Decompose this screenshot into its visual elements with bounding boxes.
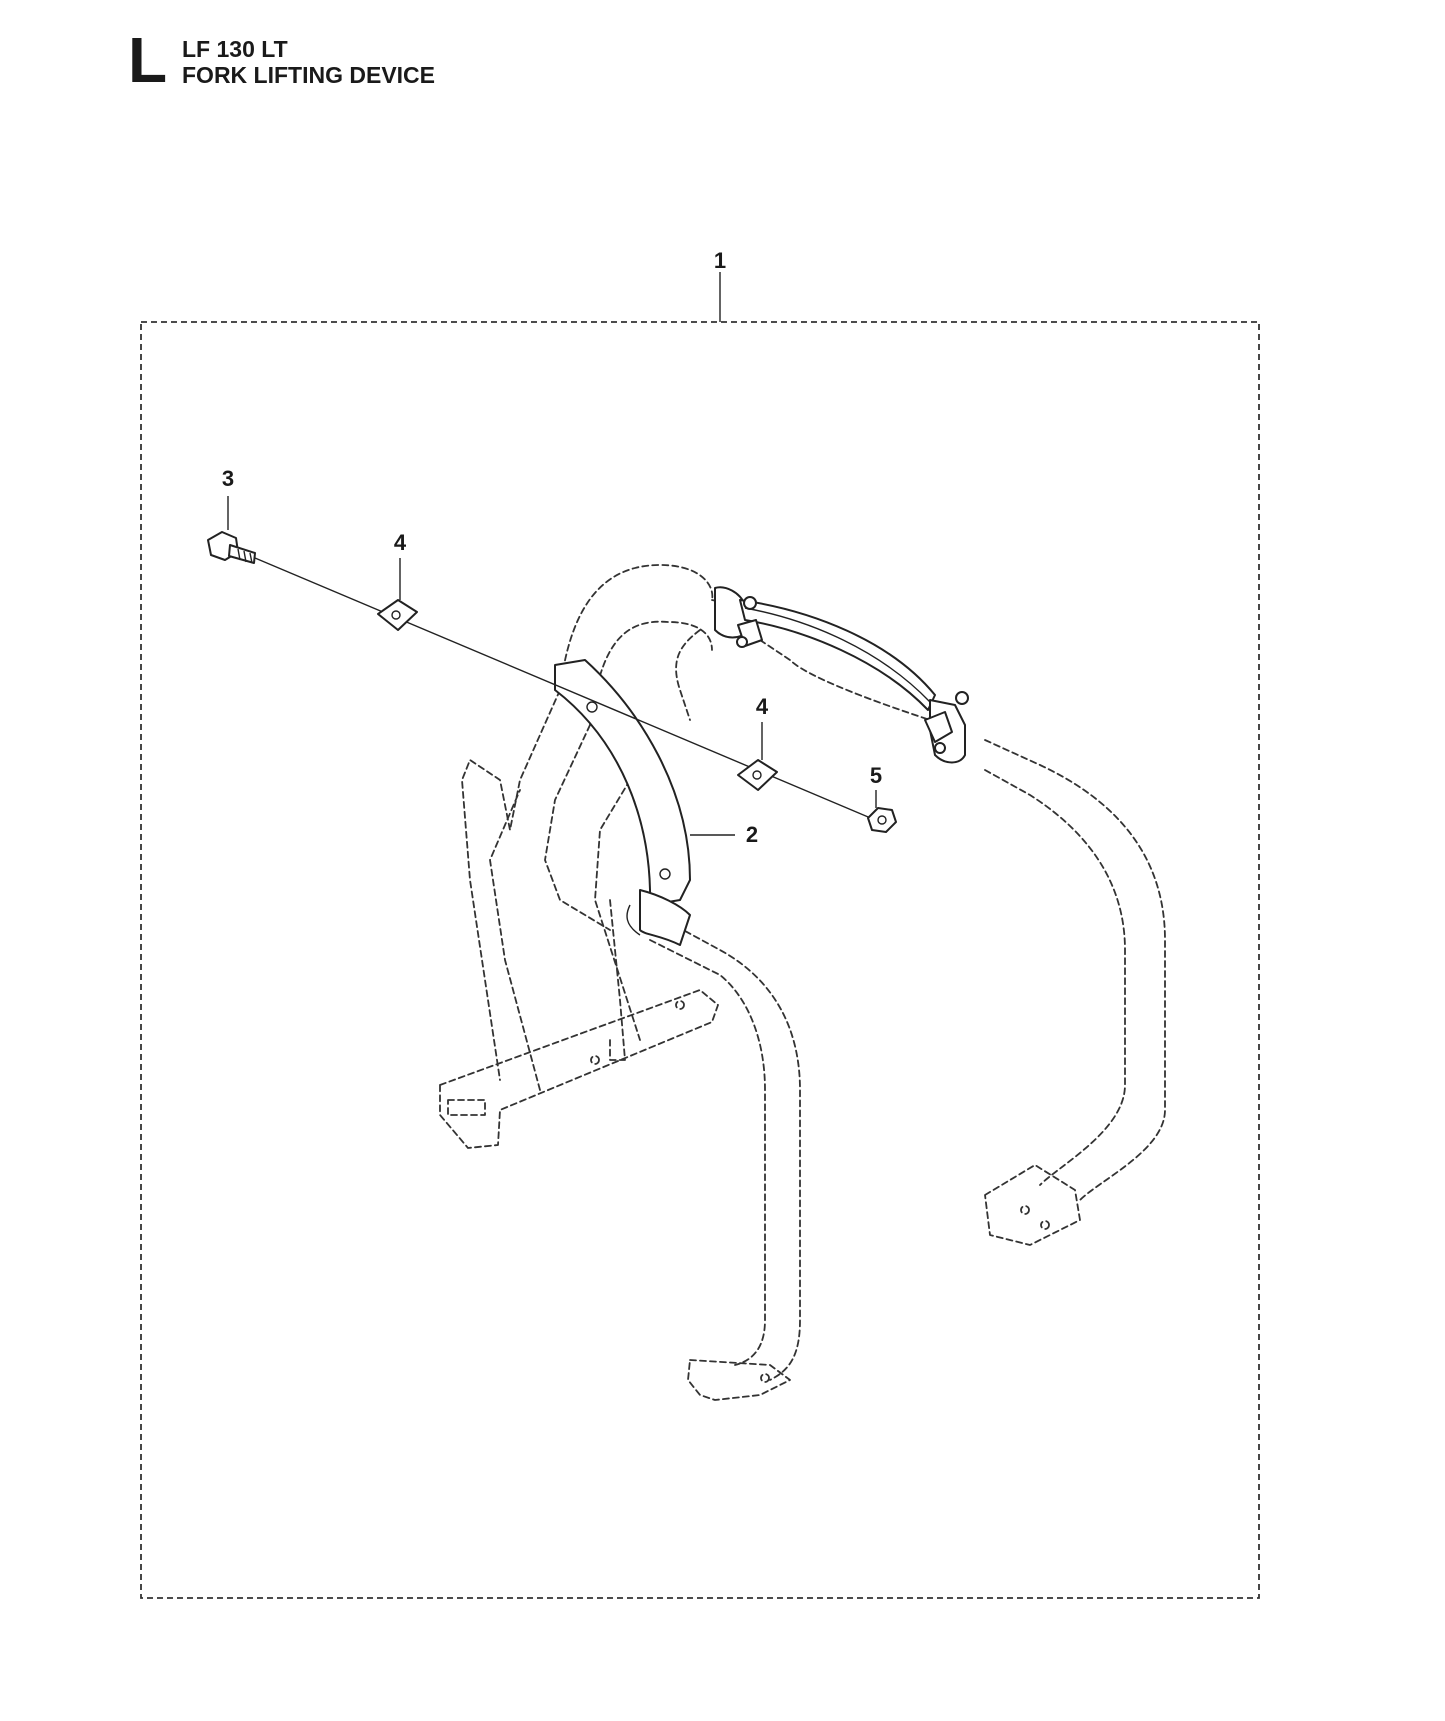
page-title: FORK LIFTING DEVICE: [182, 62, 435, 88]
kit-boundary-box: [140, 321, 1260, 1599]
assembly-axis-line: [254, 557, 881, 823]
section-letter: L: [128, 24, 168, 96]
callout-5: 5: [870, 763, 882, 788]
upper-strap-clamps: [714, 586, 969, 764]
callout-4a: 4: [394, 530, 407, 555]
callout-1: 1: [714, 248, 726, 273]
callout-4b: 4: [756, 694, 769, 719]
part-2-curved-bracket: [554, 659, 691, 946]
part-5-nut: [867, 807, 897, 833]
callout-2: 2: [746, 822, 758, 847]
part-4-square-washer-lower: [737, 759, 778, 791]
callout-3: 3: [222, 466, 234, 491]
part-3-bolt: [207, 531, 256, 564]
reference-frame-dashed: [439, 564, 1166, 1401]
part-4-square-washer-upper: [377, 599, 418, 631]
model-name: LF 130 LT: [182, 36, 288, 62]
